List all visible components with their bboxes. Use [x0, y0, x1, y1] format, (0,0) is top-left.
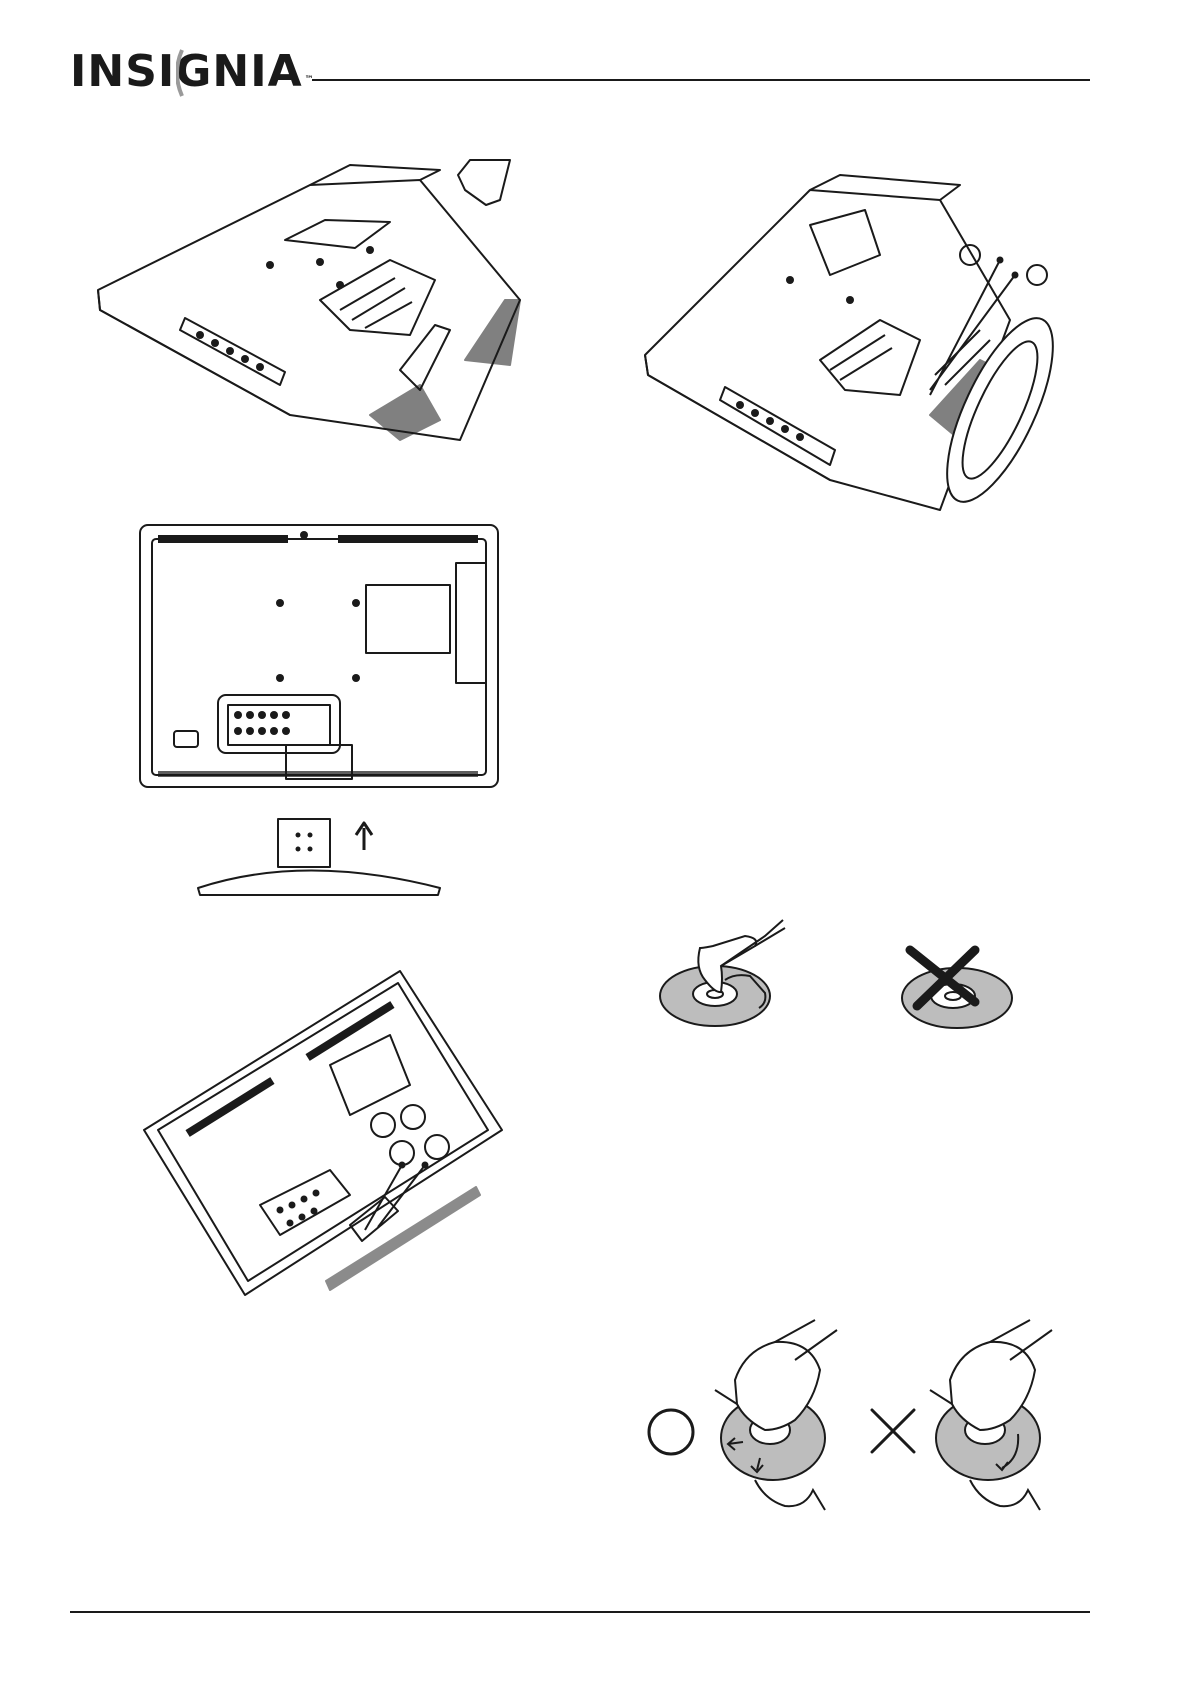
- brand-name: INSIGNIA: [70, 46, 303, 97]
- disc-cleaning-correct-figure: [645, 1320, 845, 1510]
- disc-holding-incorrect-figure: [895, 940, 1025, 1040]
- disc-holding-correct-figure: [655, 918, 805, 1038]
- tv-rear-lying-with-stand-attached-figure: [640, 180, 1070, 520]
- footer-rule: [70, 1611, 1090, 1613]
- header-rule: [312, 79, 1090, 81]
- disc-cleaning-incorrect-figure: [870, 1320, 1070, 1510]
- tv-rear-upright-stand-below-figure: [138, 523, 503, 903]
- tv-rear-lying-with-stand-neck-figure: [90, 150, 560, 450]
- tv-rear-tilted-with-screws-figure: [140, 965, 515, 1300]
